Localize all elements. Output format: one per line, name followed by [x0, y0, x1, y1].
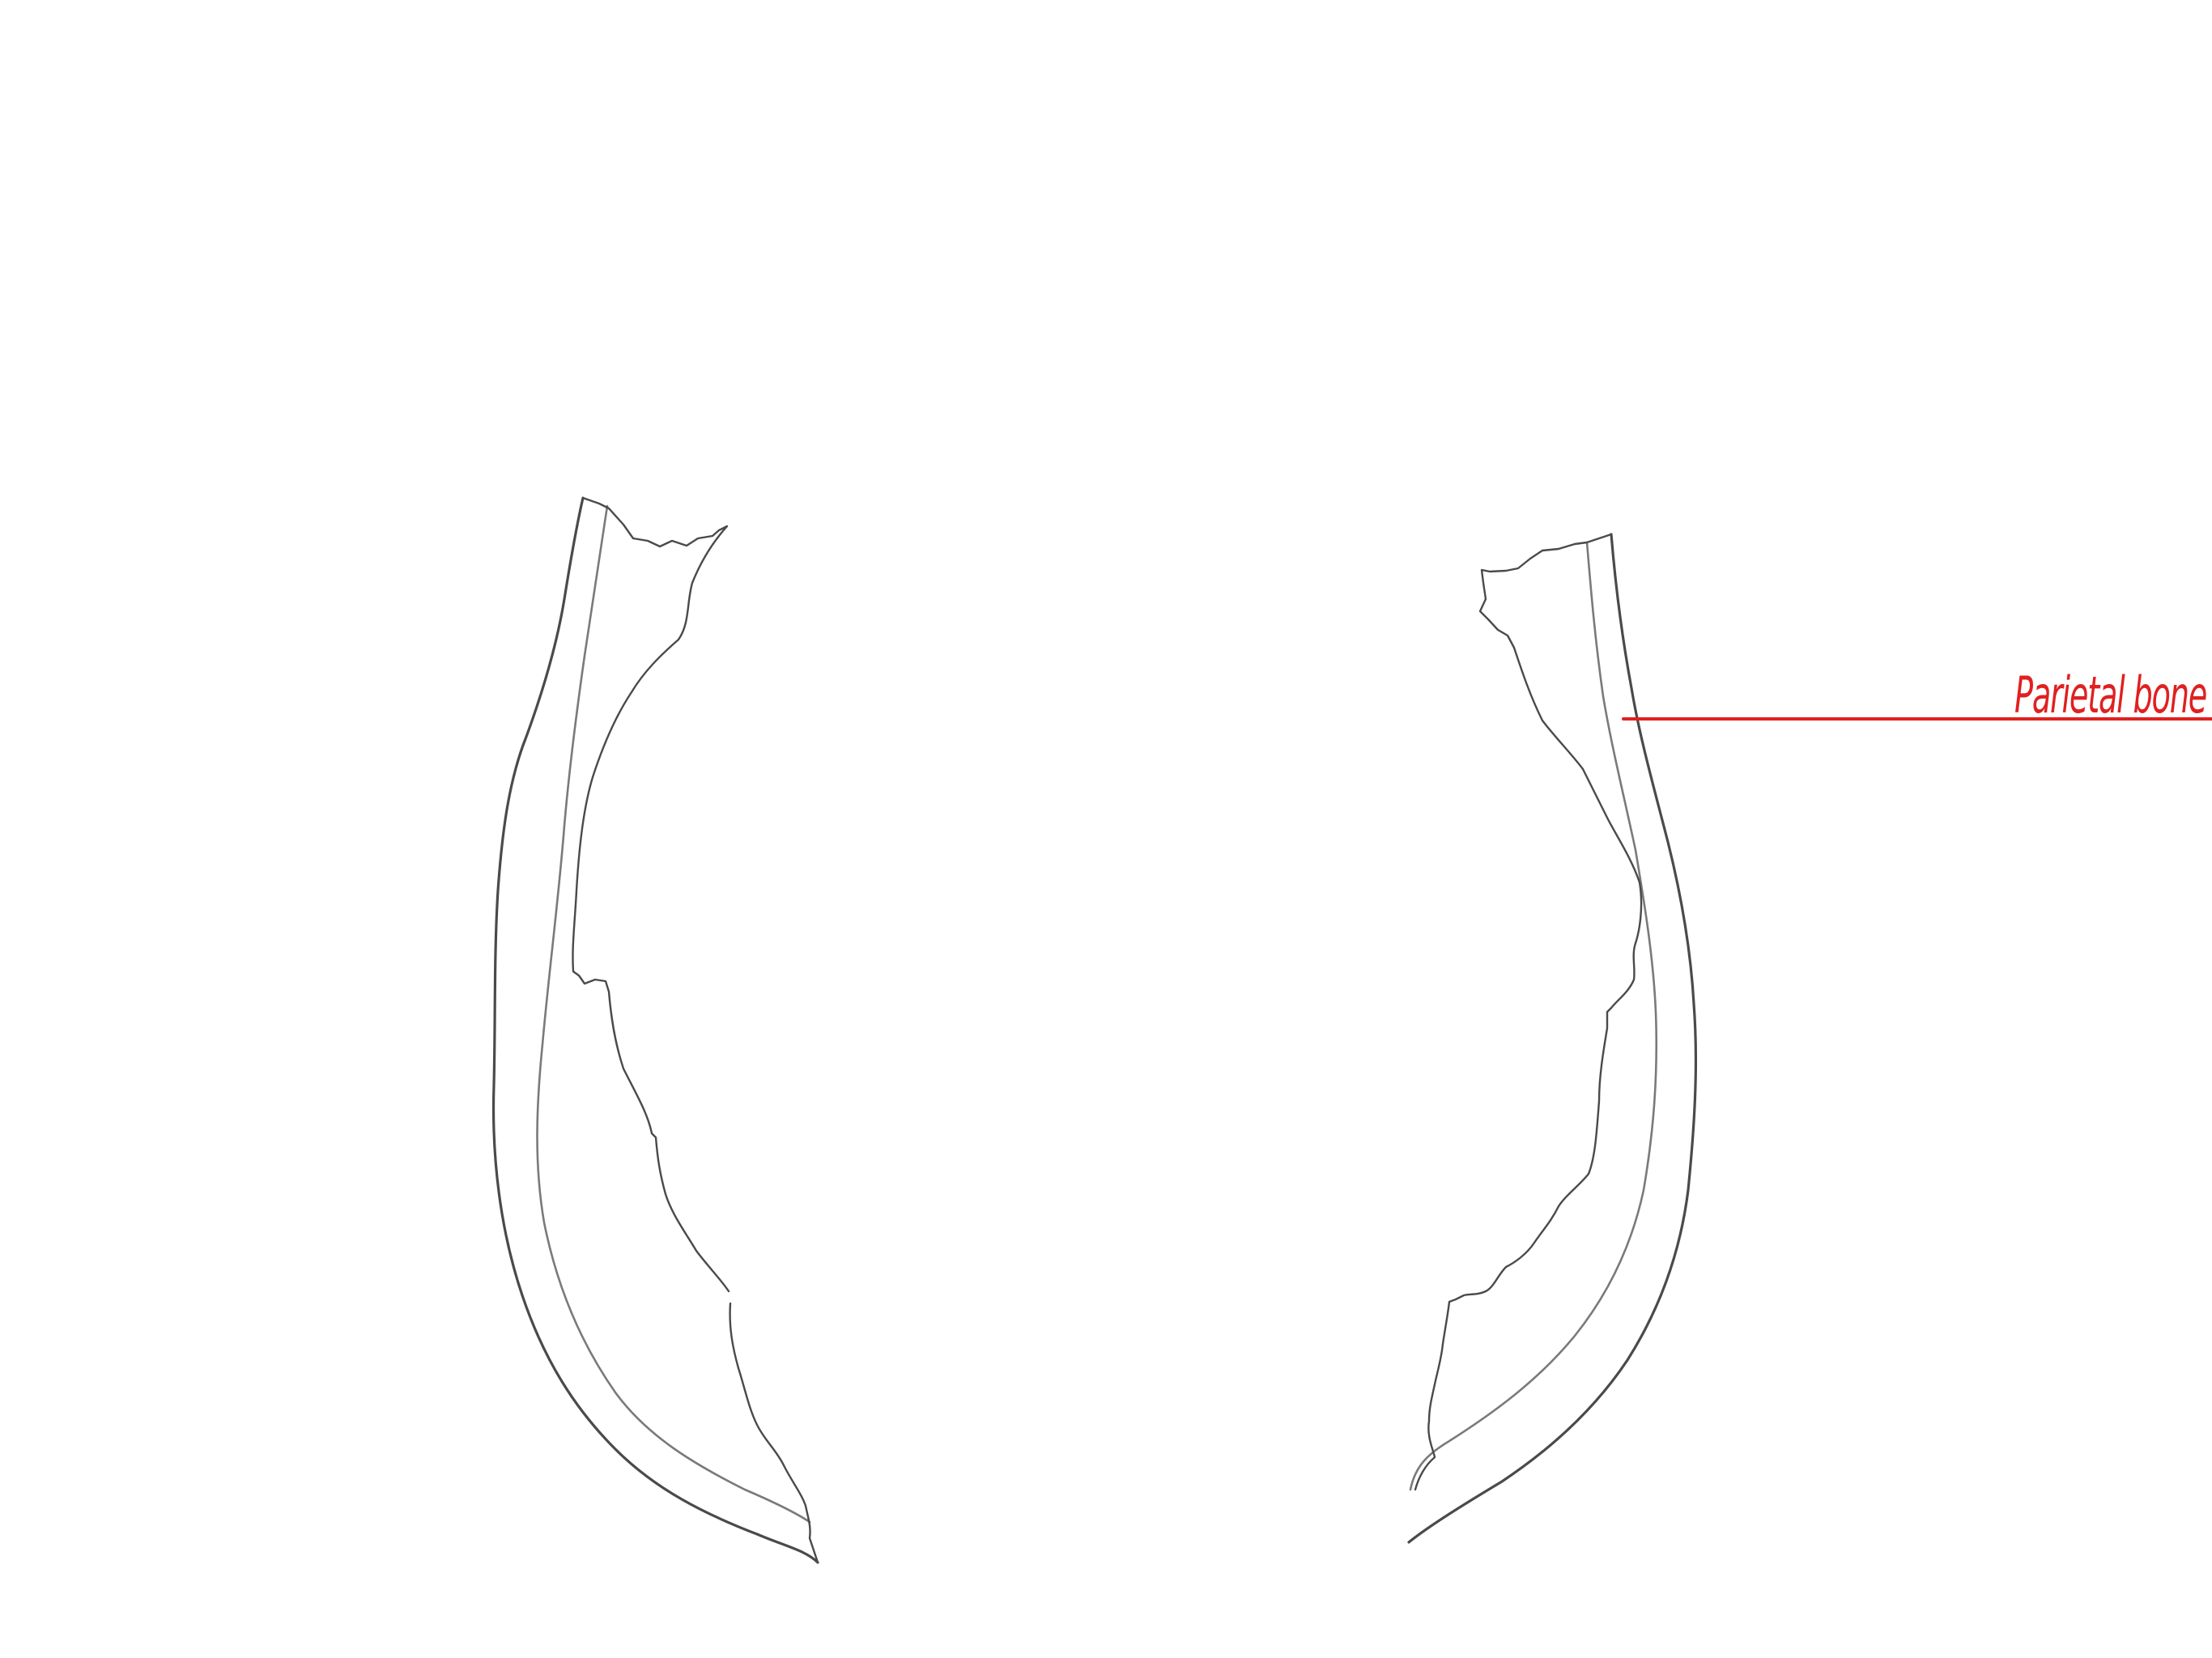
left-bone-inner-table: [538, 506, 810, 1522]
right-bone-outer-edge: [1409, 534, 1695, 1542]
right-bone-fragment: [1409, 534, 1695, 1542]
parietal-bone-label: Parietal bone: [2014, 665, 2206, 725]
right-bone-inner-table: [1410, 542, 1657, 1490]
right-bone-fractured-edge: [1415, 534, 1641, 1490]
left-bone-fractured-edge: [572, 498, 818, 1562]
left-bone-fragment: [494, 498, 818, 1562]
parietal-bone-annotation: Parietal bone: [1623, 665, 2212, 725]
left-bone-outer-edge: [494, 498, 818, 1562]
